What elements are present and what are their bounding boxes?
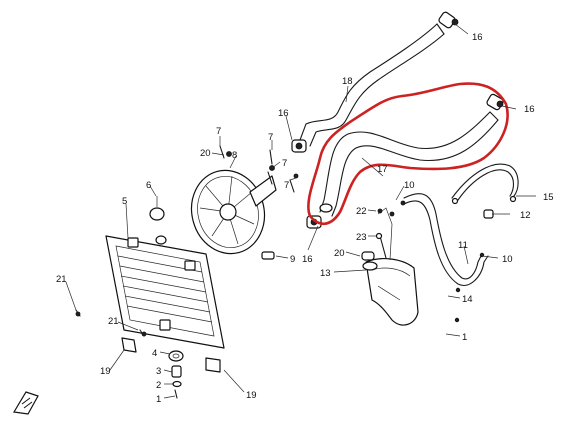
label-7-d: 7 [284, 180, 289, 191]
radiator-5 [105, 235, 225, 349]
sensor-9 [261, 251, 275, 260]
label-21-b: 21 [108, 316, 119, 327]
reservoir-hose-11 [403, 193, 489, 286]
label-19-b: 19 [246, 390, 257, 401]
label-16-right: 16 [524, 104, 535, 115]
clamp-16-mid [291, 139, 307, 153]
screws-21 [75, 309, 147, 337]
label-11: 11 [458, 240, 468, 251]
label-12: 12 [520, 210, 531, 221]
sensor-23 [375, 232, 387, 259]
label-4: 4 [152, 348, 157, 359]
label-3: 3 [156, 366, 161, 377]
label-10-b: 10 [502, 254, 513, 265]
label-16-mid: 16 [278, 108, 289, 119]
tank-cap-20 [361, 251, 375, 261]
clamp-16-top [438, 11, 459, 29]
label-2: 2 [156, 380, 161, 391]
fan-assembly [190, 169, 277, 255]
label-23: 23 [356, 232, 367, 243]
label-14: 14 [462, 294, 473, 305]
label-5: 5 [122, 196, 127, 207]
label-15: 15 [543, 192, 554, 203]
label-9: 9 [290, 254, 295, 265]
leader-lines [65, 23, 536, 399]
bolt-1-bottom [174, 389, 178, 399]
label-16-low: 16 [302, 254, 313, 265]
label-6: 6 [146, 180, 151, 191]
label-7-b: 7 [268, 132, 273, 143]
bracket-14 [377, 200, 485, 323]
label-7-a: 7 [216, 126, 221, 137]
label-19-a: 19 [100, 366, 111, 377]
overflow-tube-15 [451, 163, 519, 205]
part-labels: 16 16 16 16 18 17 15 12 10 10 11 7 7 7 7… [56, 32, 554, 405]
highlight-outline [307, 82, 509, 226]
bolt-6 [149, 196, 167, 245]
grommet-4 [168, 350, 184, 362]
collar-3 [171, 365, 182, 378]
front-direction-icon [13, 391, 39, 415]
label-1-b: 1 [156, 394, 161, 405]
label-13: 13 [320, 268, 331, 279]
clamp-12 [483, 209, 494, 219]
washer-2 [172, 380, 182, 388]
lower-hose-17 [319, 111, 499, 217]
label-20-b: 20 [334, 248, 345, 259]
upper-hose-18 [299, 23, 445, 147]
label-17: 17 [377, 164, 388, 175]
label-22: 22 [356, 206, 367, 217]
label-1: 1 [462, 332, 467, 343]
label-18: 18 [342, 76, 353, 87]
label-20-a: 20 [200, 148, 211, 159]
mounts-19 [121, 337, 221, 373]
label-7-c: 7 [282, 158, 287, 169]
reservoir-tank-13 [362, 258, 419, 326]
label-8: 8 [232, 150, 237, 161]
label-16-top: 16 [472, 32, 483, 43]
clamp-16-right [486, 93, 504, 111]
label-21-a: 21 [56, 274, 67, 285]
label-10-a: 10 [404, 180, 415, 191]
